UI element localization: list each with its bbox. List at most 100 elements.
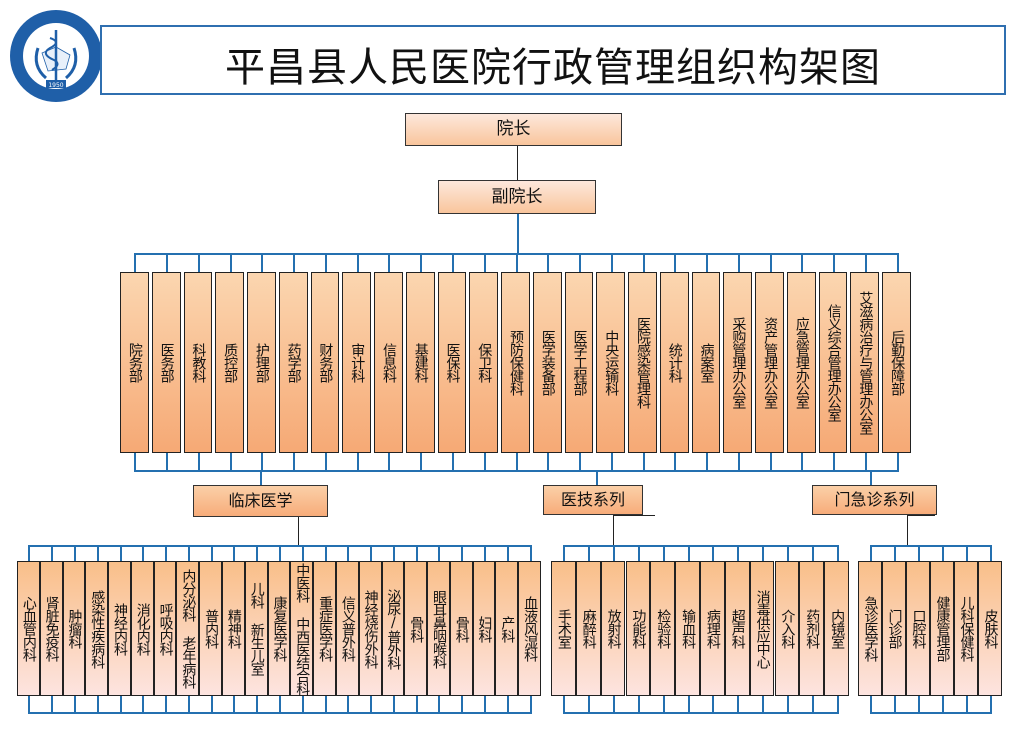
- department-box: 统计科: [659, 272, 689, 453]
- department-box: 精神科: [222, 561, 245, 696]
- department-label: 检验科: [655, 609, 672, 648]
- department-label: 妇科: [476, 615, 493, 642]
- department-box: 儿科 新生儿室: [244, 561, 268, 696]
- department-label: 预防保健科: [507, 330, 524, 395]
- connector: [261, 453, 263, 470]
- department-label: 急诊医学科: [862, 596, 879, 661]
- department-box: 急诊医学科: [858, 561, 882, 696]
- connector: [688, 696, 690, 712]
- department-label: 儿科 新生儿室: [248, 582, 265, 675]
- connector: [643, 253, 645, 272]
- department-label: 介入科: [779, 609, 796, 648]
- connector: [484, 453, 486, 470]
- connector: [347, 696, 349, 712]
- department-box: 输血科: [675, 561, 700, 696]
- connector: [762, 545, 764, 561]
- connector: [142, 696, 144, 712]
- department-box: 信息科: [374, 272, 403, 453]
- department-label: 骨科: [453, 615, 470, 642]
- connector: [990, 696, 992, 712]
- department-label: 基建科: [412, 343, 429, 382]
- connector: [198, 453, 200, 470]
- connector: [293, 453, 295, 470]
- connector: [516, 453, 518, 470]
- connector: [165, 696, 167, 712]
- department-box: 药剂科: [799, 561, 825, 696]
- connector: [256, 545, 258, 561]
- department-label: 超声科: [729, 609, 746, 648]
- connector: [97, 696, 99, 712]
- connector: [596, 470, 598, 485]
- connector: [706, 253, 708, 272]
- connector: [530, 696, 532, 712]
- connector: [613, 696, 615, 712]
- connector: [787, 545, 789, 561]
- department-label: 消毒供应中心: [754, 589, 771, 668]
- connector: [907, 515, 935, 516]
- department-label: 中医科 中西医结合科: [294, 562, 311, 695]
- department-label: 呼吸内科: [157, 602, 174, 655]
- department-label: 精神科: [225, 609, 242, 648]
- connector: [507, 545, 509, 561]
- department-label: 皮肤科: [982, 609, 999, 648]
- department-label: 麻醉科: [580, 609, 597, 648]
- connector: [870, 470, 872, 485]
- department-label: 医院感染管理科: [635, 317, 652, 408]
- connector: [393, 696, 395, 712]
- department-box: 资产管理办公室: [755, 272, 784, 453]
- connector: [837, 696, 839, 712]
- department-box: 内镜室: [824, 561, 849, 696]
- group-label: 门急诊系列: [812, 485, 937, 515]
- department-label: 泌尿/普外科: [385, 588, 402, 669]
- connector: [812, 545, 814, 561]
- department-box: 保卫科: [469, 272, 499, 453]
- connector: [325, 545, 327, 561]
- connector-bus: [28, 545, 532, 547]
- connector: [579, 453, 581, 470]
- connector: [613, 515, 614, 545]
- department-label: 信义综合管理办公室: [825, 304, 842, 421]
- department-label: 神经烧伤外科: [362, 589, 379, 668]
- connector: [865, 453, 867, 470]
- department-label: 保卫科: [476, 343, 493, 382]
- department-label: 消化内科: [134, 602, 151, 655]
- department-box: 预防保健科: [501, 272, 530, 453]
- connector: [120, 696, 122, 712]
- connector: [233, 696, 235, 712]
- department-box: 口腔科: [906, 561, 930, 696]
- connector: [712, 696, 714, 712]
- department-box: 普内科: [199, 561, 223, 696]
- connector: [388, 453, 390, 470]
- department-box: 医学工程部: [564, 272, 594, 453]
- page-title: 平昌县人民医院行政管理组织构架图: [225, 45, 881, 91]
- department-box: 科教科: [183, 272, 213, 453]
- department-box: 质控部: [215, 272, 245, 453]
- department-box: 肿瘤科: [62, 561, 86, 696]
- department-box: 介入科: [774, 561, 800, 696]
- connector: [325, 696, 327, 712]
- connector: [833, 453, 835, 470]
- connector: [279, 545, 281, 561]
- connector: [942, 545, 944, 561]
- group-label: 医技系列: [543, 485, 643, 515]
- department-label: 内分泌科 老年病科: [180, 569, 197, 688]
- connector: [166, 453, 168, 470]
- connector: [547, 453, 549, 470]
- department-label: 医务部: [158, 343, 175, 382]
- department-label: 病理科: [704, 609, 721, 648]
- department-label: 信息科: [380, 343, 397, 382]
- department-box: 血液风湿科: [518, 561, 541, 696]
- department-box: 医学装备部: [532, 272, 562, 453]
- connector: [613, 515, 655, 516]
- connector-bus: [870, 545, 992, 547]
- department-label: 资产管理办公室: [762, 317, 779, 408]
- department-box: 骨科: [404, 561, 428, 696]
- connector: [897, 253, 899, 272]
- department-box: 审计科: [342, 272, 372, 453]
- connector: [737, 545, 739, 561]
- connector-bus: [563, 712, 839, 714]
- department-label: 护理部: [253, 343, 270, 382]
- department-box: 康复医学科: [267, 561, 291, 696]
- department-box: 护理部: [247, 272, 276, 453]
- connector: [166, 253, 168, 272]
